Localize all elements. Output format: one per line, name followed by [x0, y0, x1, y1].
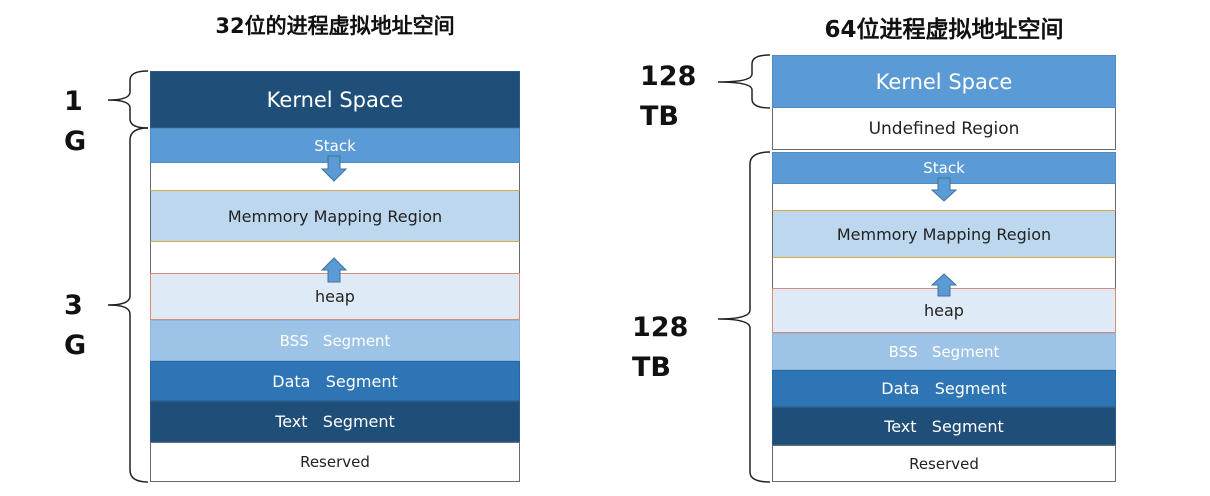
- right-text-segment: Text Segment: [772, 407, 1116, 445]
- left-kernel-size-label: 1G: [64, 86, 87, 157]
- left-heap-up-arrow: [320, 257, 348, 283]
- left-reserved: Reserved: [150, 442, 520, 482]
- right-user-brace: [717, 151, 771, 483]
- right-stack-down-arrow: [930, 177, 958, 202]
- left-user-brace: [107, 127, 149, 483]
- left-kernel-brace: [107, 70, 149, 129]
- left-bss-segment: BSS Segment: [150, 320, 520, 361]
- right-kernel-brace: [717, 54, 771, 109]
- left-kernel-space: Kernel Space: [150, 71, 520, 128]
- right-user-size-label: 128TB: [632, 312, 689, 383]
- right-heap-up-arrow: [930, 273, 958, 297]
- left-title: 32位的进程虚拟地址空间: [215, 14, 455, 38]
- right-kernel-size-label: 128TB: [640, 61, 697, 132]
- left-memory-mapping-region: Memmory Mapping Region: [150, 190, 520, 242]
- right-kernel-space: Kernel Space: [772, 55, 1116, 108]
- right-heap: heap: [772, 288, 1116, 333]
- right-bss-segment: BSS Segment: [772, 333, 1116, 370]
- right-title: 64位进程虚拟地址空间: [824, 17, 1064, 43]
- left-stack: Stack: [150, 128, 520, 163]
- right-memory-mapping-region: Memmory Mapping Region: [772, 210, 1116, 258]
- left-text-segment: Text Segment: [150, 401, 520, 442]
- left-stack-down-arrow: [320, 155, 348, 182]
- right-reserved: Reserved: [772, 445, 1116, 482]
- left-user-size-label: 3G: [64, 290, 87, 361]
- right-data-segment: Data Segment: [772, 370, 1116, 407]
- left-data-segment: Data Segment: [150, 361, 520, 401]
- right-undefined-region: Undefined Region: [772, 108, 1116, 150]
